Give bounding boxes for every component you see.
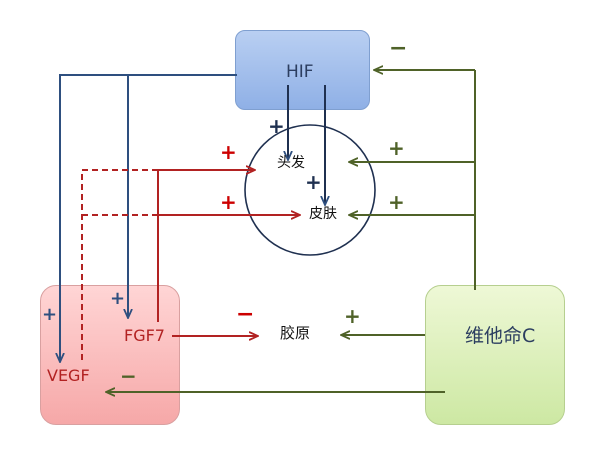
sign-vitc-to-hif: − [389, 36, 408, 61]
skin-label: 皮肤 [309, 206, 337, 222]
hif-box [235, 30, 370, 110]
collagen-label: 胶原 [280, 324, 311, 342]
sign-vitc-to-skin: + [388, 190, 405, 214]
vitamin-c-label: 维他命C [465, 325, 536, 347]
vegf-to-hair-dashed [81, 169, 158, 360]
sign-fgf7-to-collagen: − [236, 302, 255, 327]
vitamin-c-box [425, 285, 565, 425]
hair-label: 头发 [277, 155, 305, 171]
sign-hif-to-skin: + [305, 170, 322, 194]
fgf7-label: FGF7 [124, 326, 165, 345]
fgf7-to-hair-arrow [157, 170, 255, 322]
sign-vitc-to-collagen: + [344, 304, 361, 328]
sign-vitc-to-vegf: − [120, 364, 137, 388]
sign-hif-to-vegf: + [42, 304, 58, 325]
sign-hif-to-hair: + [268, 114, 285, 138]
sign-vitc-to-hair: + [388, 136, 405, 160]
hif-label: HIF [286, 62, 314, 82]
hif-to-vegf-arrow [60, 74, 237, 362]
sign-hif-to-fgf7: + [110, 288, 126, 309]
sign-fgf7-to-hair: + [220, 140, 237, 164]
sign-fgf7-to-skin: + [220, 190, 237, 214]
hair-skin-circle [244, 124, 376, 256]
vegf-label: VEGF [47, 366, 90, 385]
